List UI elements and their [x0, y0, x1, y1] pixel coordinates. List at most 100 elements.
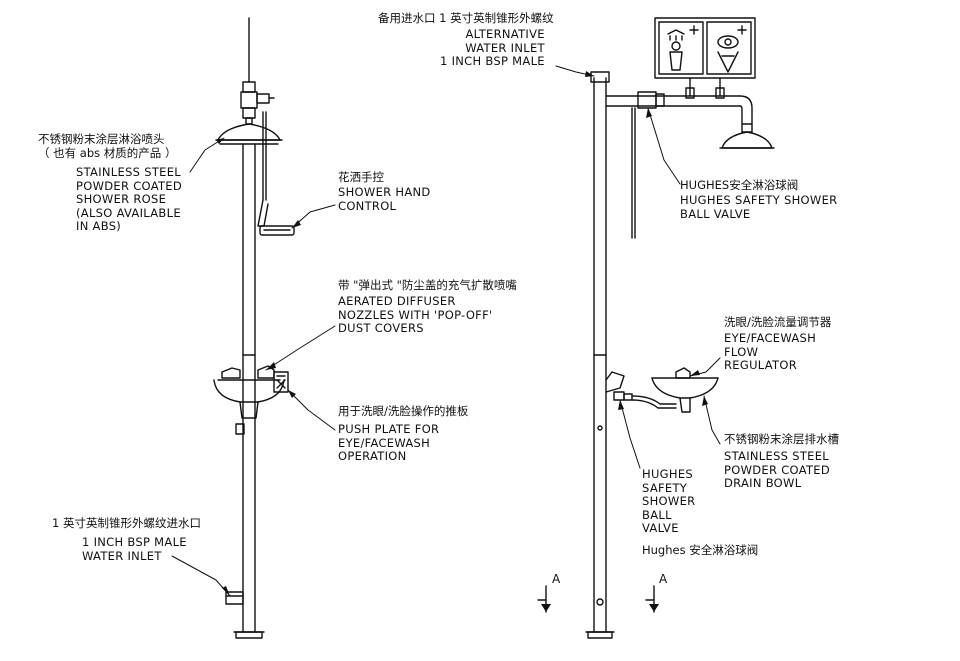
arm-elbow-outer: [739, 95, 753, 125]
left-nozzle: [221, 367, 241, 379]
pipe-fastener: [597, 425, 603, 431]
sign-person-body-icon: [669, 51, 683, 71]
label-line: DRAIN BOWL: [724, 476, 802, 491]
clip-2: [715, 87, 725, 99]
label-line: HUGHES安全淋浴球阀: [680, 178, 799, 192]
label-line: 不锈钢粉末涂层排水槽: [724, 432, 839, 446]
label-line: SAFETY: [642, 480, 688, 495]
arrow-head: [266, 362, 276, 370]
label-line: 用于洗眼/洗脸操作的推板: [338, 404, 469, 418]
label-line: DUST COVERS: [338, 321, 424, 336]
label-line: SHOWER HAND: [338, 185, 431, 199]
valve-outlet: [623, 393, 633, 401]
arrow-head: [646, 108, 652, 118]
hand-control-label-en: SHOWER HAND CONTROL: [338, 185, 431, 213]
sign-cross-icon-1: [689, 25, 699, 35]
alt-inlet-label-zh: 备用进水口 1 英寸英制锥形外螺纹: [378, 11, 554, 25]
right-shower-rose: [721, 131, 773, 149]
label-line: Hughes 安全淋浴球阀: [642, 543, 759, 557]
label-line: 1 英寸英制锥形外螺纹进水口: [52, 516, 201, 530]
push-plate-label-en: PUSH PLATE FOR EYE/FACEWASH OPERATION: [338, 422, 440, 464]
label-line: 备用进水口 1 英寸英制锥形外螺纹: [378, 11, 554, 25]
section-arrow-right: [649, 604, 659, 612]
push-lever: [605, 371, 625, 393]
label-line: 1 INCH BSP MALE: [82, 535, 187, 549]
section-arrow-left: [541, 604, 551, 612]
arrow-heads: [216, 71, 708, 612]
safety-sign-board: [654, 17, 756, 79]
lower-fitting: [242, 107, 256, 119]
right-base-flange: [587, 631, 613, 639]
sign-cross-icon-2: [737, 25, 747, 35]
shower-valve-label-zh: HUGHES安全淋浴球阀: [680, 178, 798, 192]
clip-1: [685, 87, 695, 99]
left-combination-shower: [213, 17, 295, 639]
right-combination-shower: [537, 17, 775, 639]
arm-elbow-inner: [739, 105, 743, 125]
base-fastener: [596, 598, 604, 606]
label-line: SHOWER ROSE: [76, 192, 167, 207]
right-rose-neck: [741, 123, 753, 133]
waste-valve: [235, 423, 245, 435]
shower-rose-label-en: STAINLESS STEEL POWDER COATED SHOWER ROS…: [76, 165, 183, 234]
arrow-head: [288, 390, 296, 398]
top-fitting: [242, 81, 256, 93]
leader-drain-bowl: [703, 395, 721, 445]
shower-rose-label-zh: 不锈钢粉末涂层淋浴喷头 （ 也有 abs 材质的产品 ）: [38, 132, 176, 160]
label-line: CONTROL: [338, 198, 397, 213]
arrow-head: [292, 220, 301, 228]
eyewash-bowl: [213, 379, 285, 403]
label-line: 1 INCH BSP MALE: [440, 54, 545, 69]
label-line: （ 也有 abs 材质的产品 ）: [38, 146, 177, 160]
right-nozzle: [675, 367, 691, 379]
label-line: EYE/FACEWASH: [338, 435, 431, 450]
alt-inlet-cap: [590, 71, 610, 83]
label-line: 不锈钢粉末涂层淋浴喷头: [38, 132, 165, 146]
label-line: IN ABS): [76, 219, 122, 234]
section-mark-left: A: [552, 572, 561, 586]
sign-shower-head-icon: [667, 29, 685, 35]
label-line: STAINLESS STEEL: [724, 449, 829, 463]
pull-rod-bend: [257, 199, 269, 227]
arrow-head: [690, 370, 700, 376]
label-line: STAINLESS STEEL: [76, 165, 181, 179]
section-mark-right: A: [659, 572, 668, 586]
eyewash-feed-pipe: [631, 395, 677, 405]
lower-ball-valve: [613, 391, 625, 401]
lower-valve-label-en: HUGHES SAFETY SHOWER BALL VALVE: [642, 467, 696, 536]
right-bowl-drain: [679, 397, 691, 413]
leader-push-plate: [287, 389, 336, 431]
arrow-head: [585, 71, 594, 77]
flow-regulator-label-en: EYE/FACEWASH FLOW REGULATOR: [724, 331, 816, 373]
leader-lower-valve: [619, 399, 641, 469]
hand-paddle: [259, 225, 295, 236]
label-line: PUSH PLATE FOR: [338, 422, 440, 436]
label-line: POWDER COATED: [76, 178, 183, 193]
bottom-inlet: [225, 591, 244, 605]
drain-bowl-label-en: STAINLESS STEEL POWDER COATED DRAIN BOWL: [724, 449, 830, 491]
label-line: BALL: [642, 507, 672, 522]
sign-panel-shower: [658, 21, 704, 75]
arrow-head: [618, 400, 624, 410]
label-line: 花洒手控: [338, 170, 384, 184]
bowl-drain: [239, 401, 259, 419]
sign-eye-icon: [717, 35, 739, 49]
label-line: HUGHES: [642, 467, 693, 481]
shower-valve-label-en: HUGHES SAFETY SHOWER BALL VALVE: [680, 193, 837, 221]
lower-valve-label-zh: Hughes 安全淋浴球阀: [642, 543, 758, 557]
sign-fountain-icon: [717, 51, 739, 73]
diffuser-label-zh: 带 "弹出式 "防尘盖的充气扩散喷嘴: [338, 278, 517, 292]
label-line: WATER INLET: [82, 548, 162, 563]
label-line: ALTERNATIVE: [465, 27, 545, 41]
label-line: FLOW: [724, 344, 759, 359]
alt-inlet-label-en: ALTERNATIVE WATER INLET 1 INCH BSP MALE: [440, 27, 545, 69]
label-line: BALL VALVE: [680, 206, 751, 221]
water-inlet-label-zh: 1 英寸英制锥形外螺纹进水口: [52, 516, 201, 530]
water-inlet-label-en: 1 INCH BSP MALE WATER INLET: [82, 535, 187, 563]
label-line: SHOWER: [642, 494, 696, 509]
flow-regulator-label-zh: 洗眼/洗脸流量调节器: [724, 315, 831, 329]
push-plate-mark: [276, 375, 286, 389]
label-line: VALVE: [642, 521, 679, 536]
sign-panel-eyewash: [706, 21, 752, 75]
